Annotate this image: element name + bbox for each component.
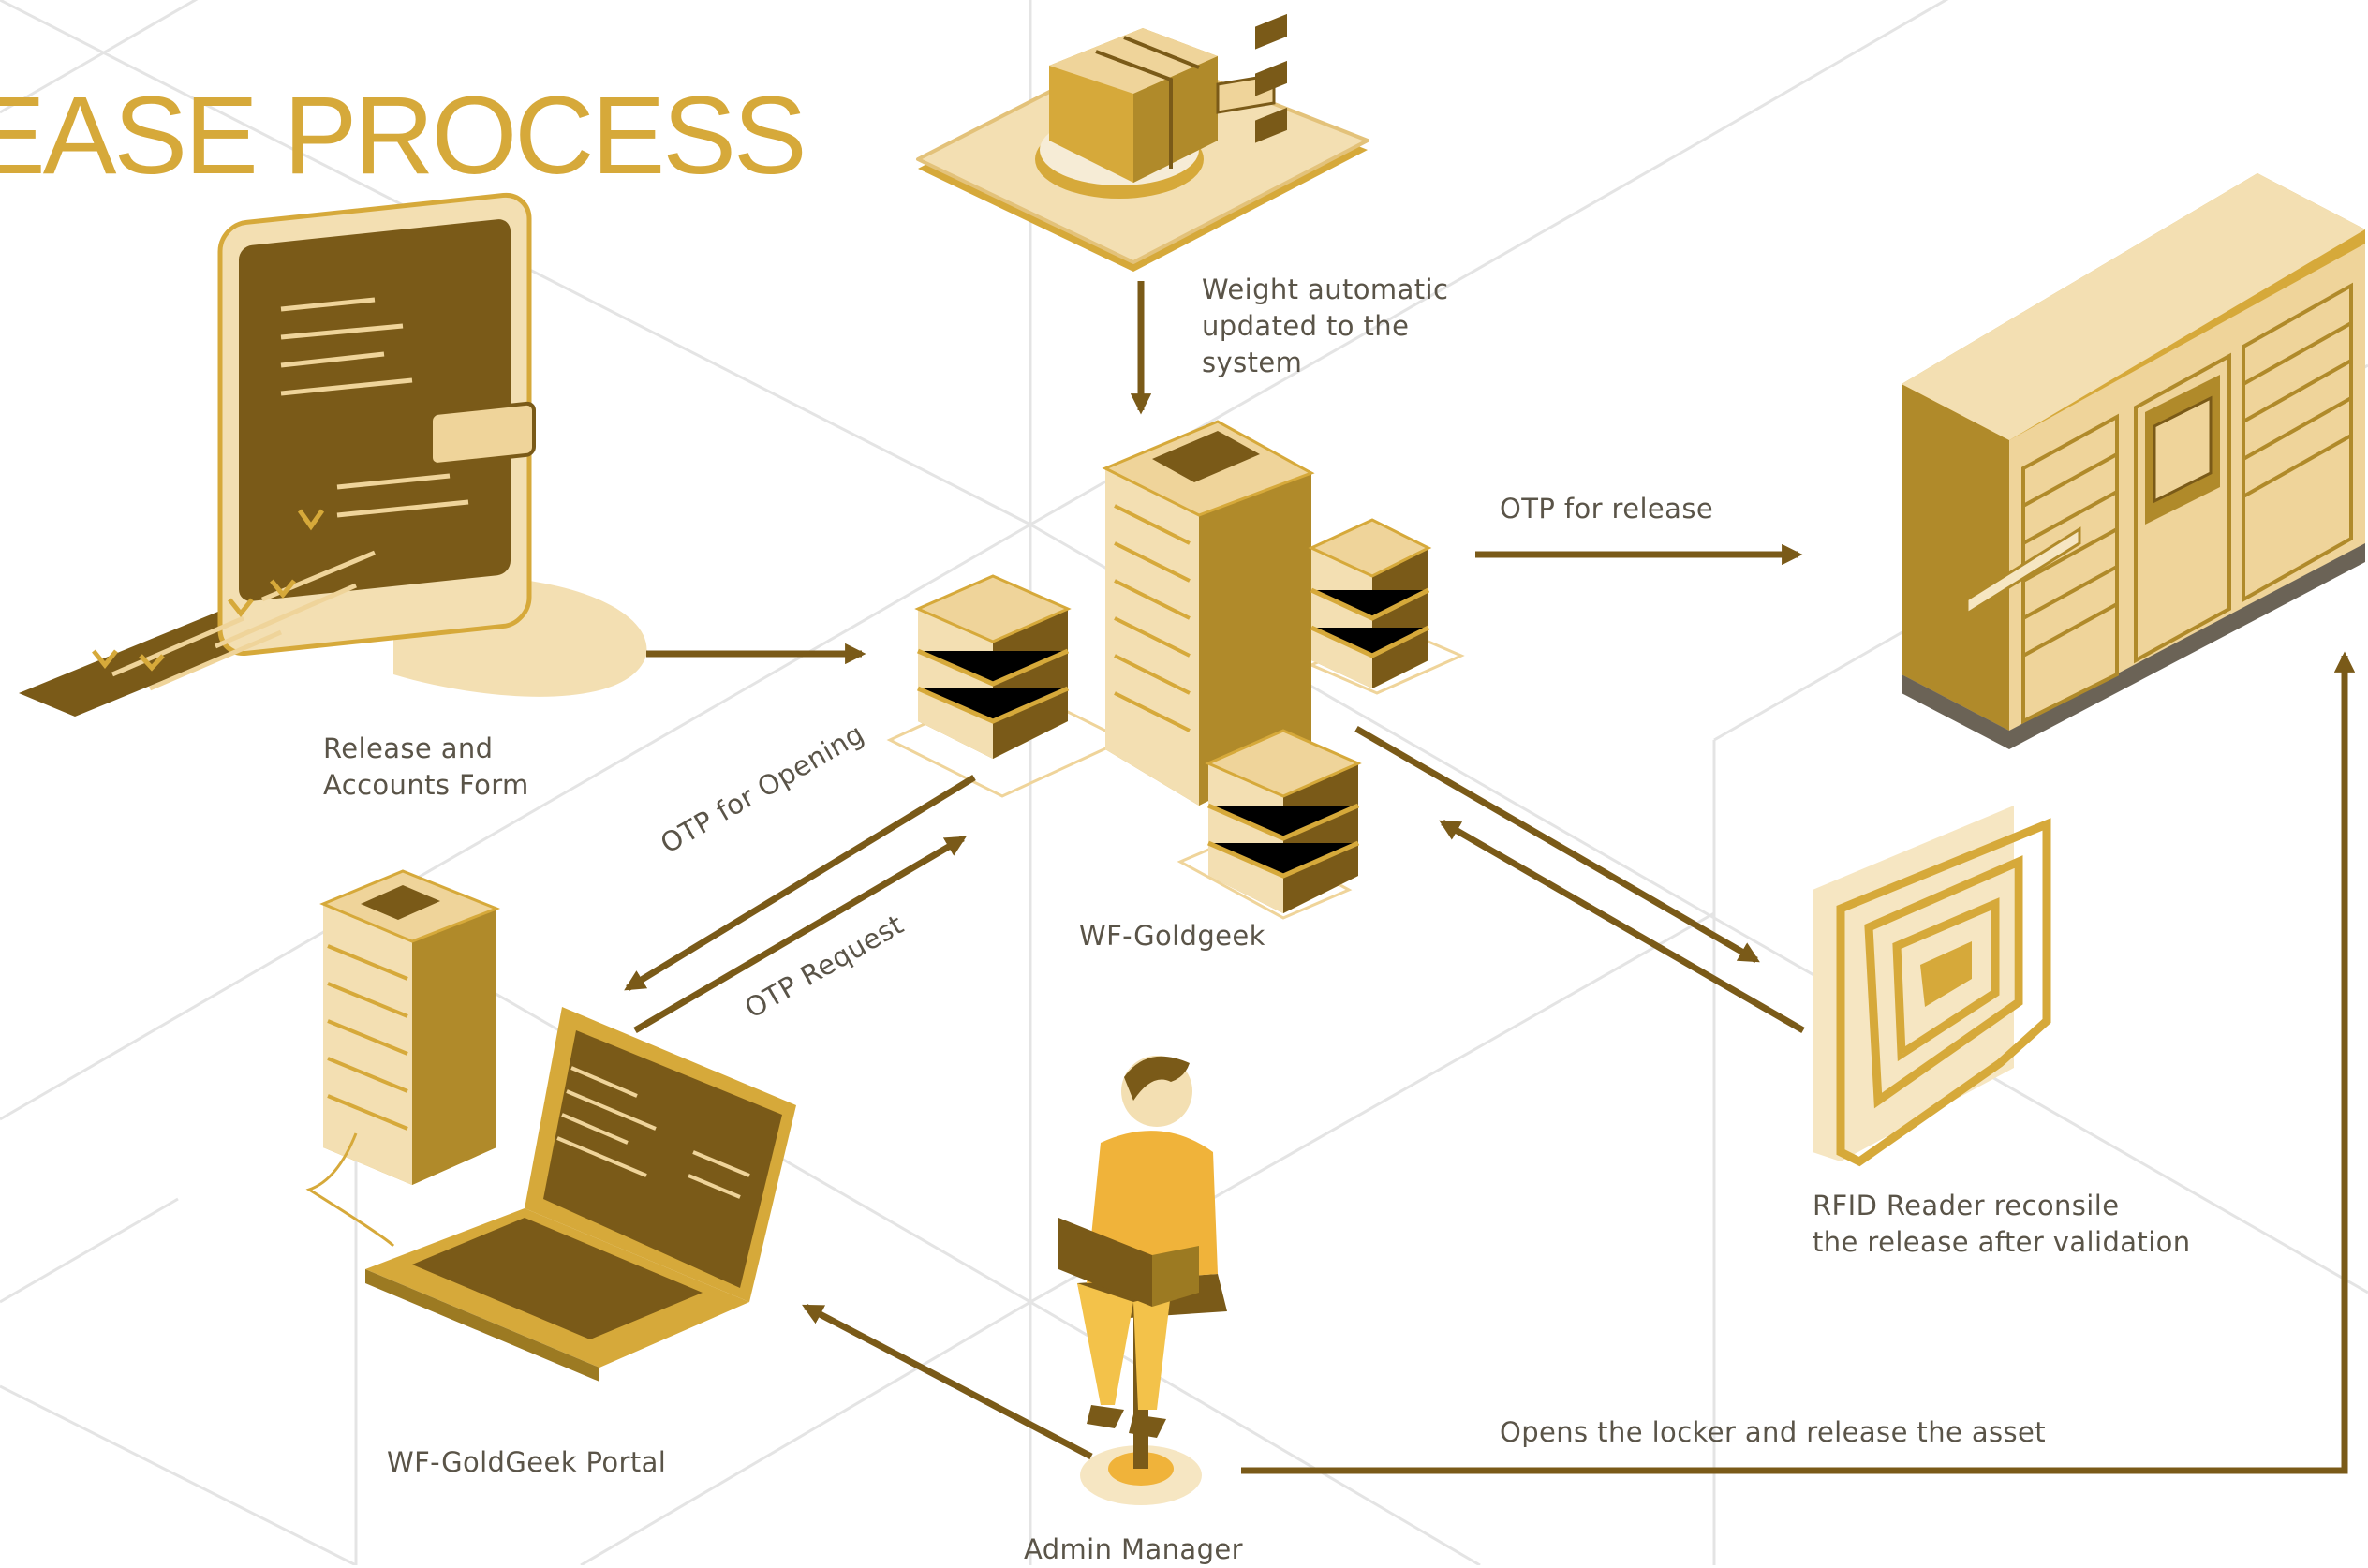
server-cluster-icon	[886, 13, 1465, 920]
arrow-admin-to-locker	[1241, 651, 2356, 1474]
arrow-rfid-to-server	[1439, 819, 1805, 1034]
form-label-line2: Accounts Form	[323, 769, 529, 801]
scale-label-line1: Weight automatic	[1202, 274, 1449, 305]
flow-arrows	[624, 281, 2356, 1474]
person-with-laptop-icon	[1058, 1056, 1227, 1505]
arrow-server-to-rfid	[1354, 725, 1760, 964]
parcel-scale-icon	[916, 28, 1369, 272]
portal-label: WF-GoldGeek Portal	[387, 1446, 667, 1478]
scale-label-line3: system	[1202, 347, 1303, 378]
scale-label: Weight automatic updated to the system	[1202, 272, 1448, 381]
page-title: EASE PROCESS	[0, 74, 807, 198]
form-document-icon	[19, 192, 647, 717]
admin-label: Admin Manager	[1024, 1533, 1243, 1565]
rfid-label-line2: the release after validation	[1813, 1226, 2191, 1258]
arrow-admin-to-portal	[802, 1303, 1093, 1460]
rfid-label-line1: RFID Reader reconsile	[1813, 1190, 2120, 1221]
server-label: WF-Goldgeek	[1079, 920, 1265, 952]
rfid-label: RFID Reader reconsile the release after …	[1813, 1188, 2191, 1261]
arrow-otp-opening	[624, 775, 976, 991]
server-stack-front	[1205, 729, 1362, 913]
server-stack-left	[914, 574, 1072, 759]
arrow-otp-request	[633, 835, 967, 1034]
form-label: Release and Accounts Form	[323, 731, 529, 804]
scale-label-line2: updated to the	[1202, 310, 1410, 342]
laptop-server-icon	[305, 869, 796, 1382]
server-stack-right	[1308, 518, 1432, 688]
form-label-line1: Release and	[323, 732, 494, 764]
smart-locker-icon	[1902, 173, 2365, 749]
rfid-tag-icon	[1813, 806, 2051, 1167]
edge-label-otp-release: OTP for release	[1500, 493, 1714, 525]
edge-label-opens-locker: Opens the locker and release the asset	[1500, 1416, 2047, 1448]
